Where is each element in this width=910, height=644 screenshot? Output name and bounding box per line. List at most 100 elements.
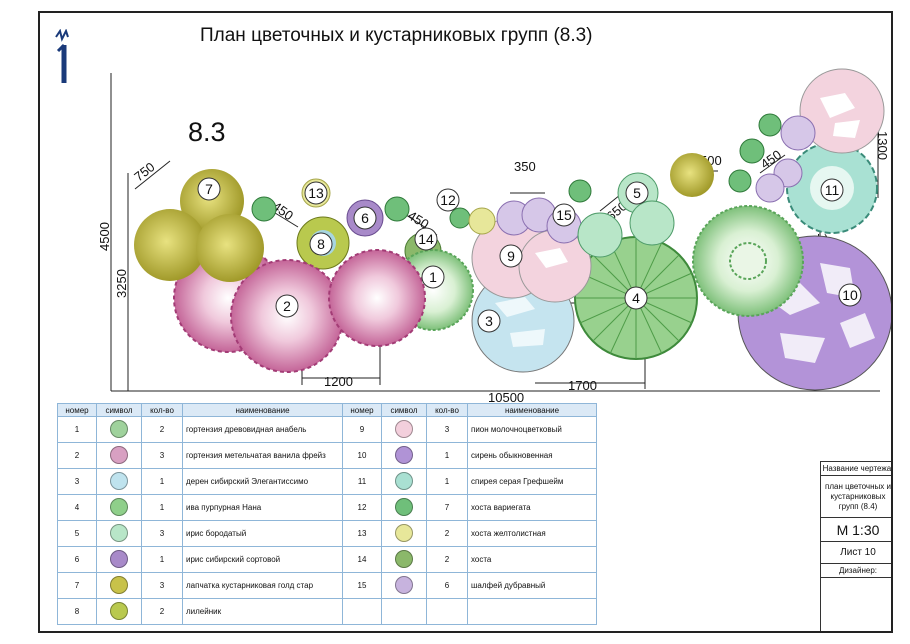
col-number: номер [57, 403, 97, 417]
legend-name: ирис бородатый [182, 520, 343, 547]
legend-name: лилейник [182, 598, 343, 625]
plant-7-potentilla-left [134, 169, 264, 282]
drawing-name: план цветочных и кустарниковых групп (8.… [821, 476, 891, 518]
plant-label-1: 1 [429, 269, 437, 285]
legend-number: 11 [342, 468, 382, 495]
dim-1700: 1700 [568, 378, 597, 393]
plan-number: 8.3 [188, 117, 226, 147]
dim-350: 350 [514, 159, 536, 174]
legend-symbol [381, 520, 427, 547]
legend-number: 5 [57, 520, 97, 547]
plant-symbol-icon [110, 523, 128, 542]
legend-number: 6 [57, 546, 97, 573]
legend-symbol [381, 442, 427, 469]
legend-qty: 2 [141, 598, 183, 625]
legend-header-row: номер символ кол-во наименование номер с… [57, 403, 597, 417]
col-name-2: наименование [467, 403, 597, 417]
plant-symbol-icon [395, 575, 413, 594]
plant-legend-table: номер символ кол-во наименование номер с… [57, 403, 597, 625]
plant-9-peony-top [799, 68, 885, 154]
legend-qty: 3 [426, 416, 468, 443]
plant-symbol-icon [110, 419, 128, 438]
legend-name: сирень обыкновенная [467, 442, 597, 469]
legend-empty-cell [342, 598, 382, 625]
legend-qty: 1 [141, 494, 183, 521]
plant-label-4: 4 [632, 290, 640, 306]
legend-qty: 2 [426, 546, 468, 573]
legend-name: хоста вариегата [467, 494, 597, 521]
plant-label-2: 2 [283, 298, 291, 314]
plant-symbol-icon [395, 497, 413, 516]
plant-label-10: 10 [842, 287, 858, 303]
plant-symbol-icon [395, 419, 413, 438]
legend-number: 14 [342, 546, 382, 573]
plant-symbol-icon [395, 445, 413, 464]
legend-qty: 1 [426, 468, 468, 495]
plant-symbol-icon [395, 523, 413, 542]
legend-empty-cell [467, 598, 597, 625]
legend-empty-cell [426, 598, 468, 625]
legend-symbol [96, 520, 142, 547]
plant-label-8: 8 [317, 236, 325, 252]
legend-qty: 3 [141, 572, 183, 599]
legend-number: 10 [342, 442, 382, 469]
legend-empty-cell [381, 598, 427, 625]
legend-symbol [96, 546, 142, 573]
legend-qty: 1 [426, 442, 468, 469]
plant-symbol-icon [395, 549, 413, 568]
legend-name: хоста желтолистная [467, 520, 597, 547]
designer-caption: Дизайнер: [821, 564, 891, 578]
dim-1200: 1200 [324, 374, 353, 389]
legend-symbol [96, 572, 142, 599]
legend-qty: 2 [426, 520, 468, 547]
plant-symbol-icon [110, 549, 128, 568]
drawing-scale: М 1:30 [821, 518, 891, 542]
plant-label-12: 12 [440, 192, 456, 208]
legend-symbol [96, 598, 142, 625]
legend-number: 1 [57, 416, 97, 443]
legend-qty: 3 [141, 442, 183, 469]
plant-label-3: 3 [485, 313, 493, 329]
studio-logo-icon [55, 29, 69, 83]
legend-number: 9 [342, 416, 382, 443]
legend-name: ирис сибирский сортовой [182, 546, 343, 573]
legend-name: спирея серая Грефшейм [467, 468, 597, 495]
legend-qty: 1 [141, 468, 183, 495]
legend-name: хоста [467, 546, 597, 573]
legend-name: гортензия древовидная анабель [182, 416, 343, 443]
plant-label-7: 7 [205, 181, 213, 197]
plant-label-15: 15 [556, 207, 572, 223]
page-title: План цветочных и кустарниковых групп (8.… [200, 25, 593, 46]
legend-name: шалфей дубравный [467, 572, 597, 599]
plant-label-6: 6 [361, 210, 369, 226]
legend-number: 8 [57, 598, 97, 625]
legend-number: 15 [342, 572, 382, 599]
legend-qty: 6 [426, 572, 468, 599]
dim-1300: 1300 [875, 131, 890, 160]
legend-symbol [381, 546, 427, 573]
legend-symbol [96, 442, 142, 469]
plant-symbol-icon [110, 575, 128, 594]
col-symbol: символ [96, 403, 142, 417]
legend-number: 4 [57, 494, 97, 521]
plant-symbol-icon [110, 471, 128, 490]
title-block: Название чертежа: план цветочных и куста… [820, 461, 891, 631]
legend-name: ива пурпурная Нана [182, 494, 343, 521]
legend-qty: 3 [141, 520, 183, 547]
plant-9-peony-b [518, 229, 592, 303]
legend-symbol [381, 494, 427, 521]
legend-symbol [381, 572, 427, 599]
col-qty-2: кол-во [426, 403, 468, 417]
legend-name: дерен сибирский Элегантиссимо [182, 468, 343, 495]
plant-symbol-icon [110, 601, 128, 620]
plant-number-labels: 1 2 3 4 5 6 7 8 9 10 11 12 13 1 [197, 177, 862, 333]
plant-1-hydrangea-right [692, 205, 804, 317]
legend-symbol [96, 468, 142, 495]
legend-qty: 1 [141, 546, 183, 573]
